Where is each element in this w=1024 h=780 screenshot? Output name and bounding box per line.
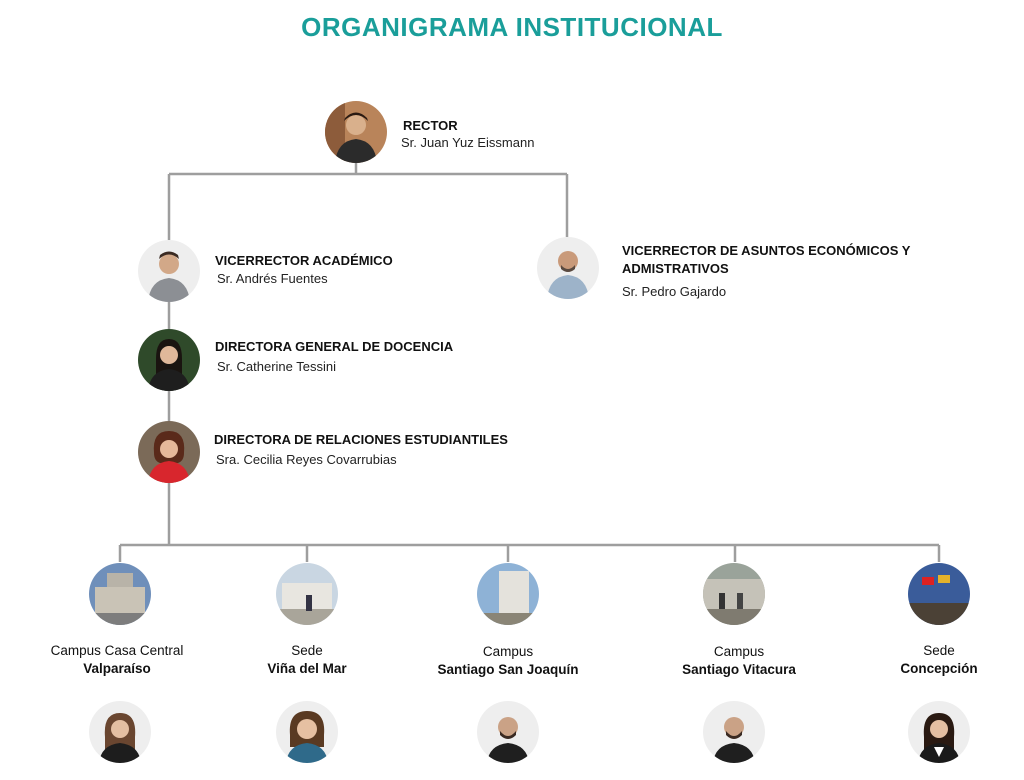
vicerrector-academico-name: Sr. Andrés Fuentes [217,271,328,286]
campus-label-valparaiso: Campus Casa Central Valparaíso [32,642,202,678]
vicerrector-academico-photo [138,240,200,302]
campus-label-line2: Santiago Vitacura [682,662,796,677]
campus-san-joaquin-photo [477,563,539,625]
campus-label-line2: Valparaíso [83,661,151,676]
campus-label-vitacura: Campus Santiago Vitacura [654,643,824,679]
directora-estudiantiles-role: DIRECTORA DE RELACIONES ESTUDIANTILES [214,432,508,447]
directora-estudiantiles-photo [138,421,200,483]
campus-label-line2: Concepción [900,661,978,676]
director-vitacura-photo [703,701,765,763]
campus-label-line1: Campus [713,644,765,659]
campus-label-line2: Viña del Mar [267,661,347,676]
director-concepcion-photo [908,701,970,763]
directora-estudiantiles-name: Sra. Cecilia Reyes Covarrubias [216,452,397,467]
campus-vitacura-photo [703,563,765,625]
vicerrector-economicos-name: Sr. Pedro Gajardo [622,284,727,299]
director-vina-photo [276,701,338,763]
vicerrector-economicos-role-line1: VICERRECTOR DE ASUNTOS ECONÓMICOS Y [622,243,911,258]
campus-label-line2: Santiago San Joaquín [437,662,579,677]
rector-name: Sr. Juan Yuz Eissmann [401,135,535,150]
vicerrector-economicos-role: VICERRECTOR DE ASUNTOS ECONÓMICOS Y ADMI… [622,242,910,278]
vicerrector-economicos-photo [537,237,599,299]
page-title: ORGANIGRAMA INSTITUCIONAL [301,12,723,42]
campus-label-line1: Sede [291,643,323,658]
campus-valparaiso-photo [89,563,151,625]
campus-label-concepcion: Sede Concepción [854,642,1024,678]
director-san-joaquin-photo [477,701,539,763]
campus-label-line1: Campus [482,644,534,659]
campus-label-san-joaquin: Campus Santiago San Joaquín [423,643,593,679]
rector-role: RECTOR [403,118,458,133]
sede-vina-photo [276,563,338,625]
director-valparaiso-photo [89,701,151,763]
sede-concepcion-photo [908,563,970,625]
vicerrector-economicos-role-line2: ADMISTRATIVOS [622,261,729,276]
campus-label-line1: Sede [923,643,955,658]
directora-docencia-photo [138,329,200,391]
vicerrector-academico-role: VICERRECTOR ACADÉMICO [215,253,393,268]
directora-docencia-name: Sr. Catherine Tessini [217,359,336,374]
campus-label-line1: Campus Casa Central [50,643,184,658]
rector-photo [325,101,387,163]
directora-docencia-role: DIRECTORA GENERAL DE DOCENCIA [215,339,454,354]
campus-label-vina: Sede Viña del Mar [222,642,392,678]
